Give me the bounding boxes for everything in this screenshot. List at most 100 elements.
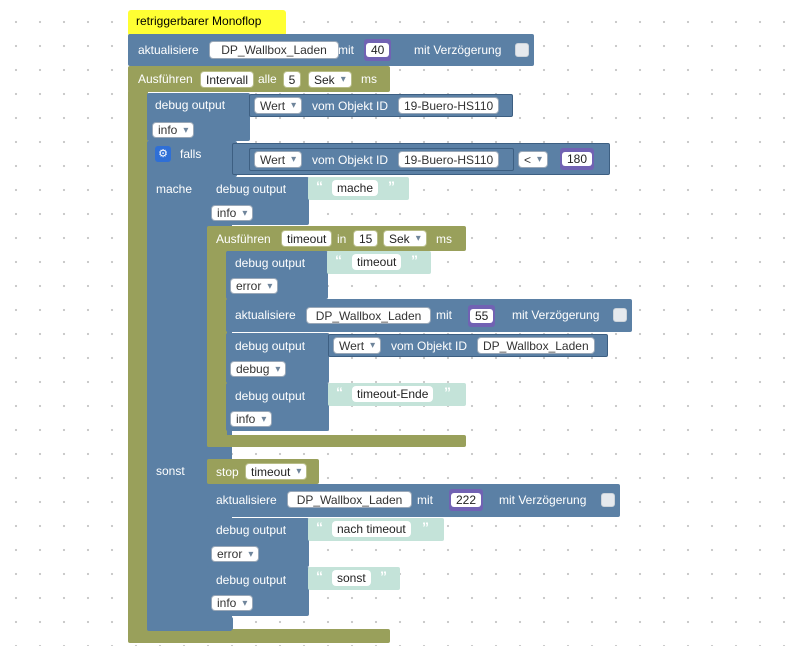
prop-dropdown[interactable]: Wert <box>333 337 382 354</box>
string-value[interactable]: timeout-Ende <box>352 386 434 402</box>
stop-label: stop <box>216 465 239 479</box>
object-field[interactable]: DP_Wallbox_Laden <box>306 307 431 324</box>
falls-label: falls <box>180 147 202 161</box>
operator-dropdown[interactable]: < <box>518 151 549 168</box>
stop-block[interactable]: stop timeout <box>207 459 319 484</box>
level-dropdown[interactable]: error <box>230 278 279 294</box>
delay-checkbox[interactable] <box>613 308 627 322</box>
debug-label: debug output <box>216 182 287 196</box>
quote-close-icon: ” <box>388 178 395 194</box>
value-number[interactable]: 40 <box>364 39 392 61</box>
prop-dropdown[interactable]: Wert <box>254 151 303 168</box>
alle-label: alle <box>258 72 277 86</box>
vom-label: vom Objekt ID <box>312 99 389 113</box>
update-block-3[interactable]: aktualisiere DP_Wallbox_Laden mit 222 mi… <box>207 484 620 517</box>
interval-name-field[interactable]: Intervall <box>200 71 255 88</box>
gear-icon[interactable]: ⚙ <box>155 146 171 162</box>
quote-open-icon: “ <box>316 178 323 194</box>
level-dropdown[interactable]: error <box>211 546 260 562</box>
value-of-object-block-2[interactable]: Wert vom Objekt ID 19-Buero-HS110 <box>249 148 514 171</box>
text-block-timeout-ende[interactable]: “ timeout-Ende ” <box>328 383 466 406</box>
timeout-unit-dropdown[interactable]: Sek <box>383 230 427 247</box>
debug-block-1[interactable]: debug output info <box>147 93 250 141</box>
in-label: in <box>337 232 347 246</box>
prop-dropdown[interactable]: Wert <box>254 97 303 114</box>
timeout-value-field[interactable]: 15 <box>353 230 379 247</box>
compare-number[interactable]: 180 <box>560 148 595 170</box>
debug-block-2[interactable]: debug output info <box>207 177 309 225</box>
object-field[interactable]: DP_Wallbox_Laden <box>209 41 339 59</box>
interval-value-field[interactable]: 5 <box>283 71 301 88</box>
value-number[interactable]: 55 <box>468 305 496 327</box>
level-dropdown[interactable]: info <box>152 122 195 138</box>
quote-close-icon: ” <box>444 384 451 400</box>
level-dropdown[interactable]: info <box>211 205 254 221</box>
comment-block[interactable]: retriggerbarer Monoflop <box>128 10 286 36</box>
debug-label: debug output <box>235 389 306 403</box>
debug-block-6[interactable]: debug output error <box>207 518 309 567</box>
value-number[interactable]: 222 <box>449 489 484 511</box>
quote-open-icon: “ <box>335 252 342 268</box>
debug-block-5[interactable]: debug output info <box>226 383 329 431</box>
text-block-sonst[interactable]: “ sonst ” <box>308 567 400 590</box>
string-value[interactable]: nach timeout <box>332 521 411 537</box>
quote-open-icon: “ <box>316 568 323 584</box>
debug-block-4[interactable]: debug output debug <box>226 333 329 383</box>
text-block-timeout[interactable]: “ timeout ” <box>327 251 431 274</box>
stop-name-dropdown[interactable]: timeout <box>245 463 308 480</box>
vom-label: vom Objekt ID <box>391 339 468 353</box>
value-of-object-block-3[interactable]: Wert vom Objekt ID DP_Wallbox_Laden <box>328 334 608 357</box>
quote-close-icon: ” <box>380 568 387 584</box>
object-field[interactable]: DP_Wallbox_Laden <box>477 337 595 354</box>
compare-block[interactable]: Wert vom Objekt ID 19-Buero-HS110 < 180 <box>232 143 610 175</box>
timeout-header[interactable]: Ausführen timeout in 15 Sek ms <box>207 226 466 251</box>
string-value[interactable]: sonst <box>332 570 371 586</box>
timeout-exec-label: Ausführen <box>216 232 271 246</box>
mit-label: mit <box>417 493 433 507</box>
delay-checkbox[interactable] <box>515 43 529 57</box>
object-field[interactable]: 19-Buero-HS110 <box>398 151 500 168</box>
debug-label: debug output <box>155 98 226 112</box>
delay-label: mit Verzögerung <box>512 308 600 322</box>
update-block-1[interactable]: aktualisiere DP_Wallbox_Laden mit 40 mit… <box>128 34 534 66</box>
delay-label: mit Verzögerung <box>499 493 587 507</box>
interval-header[interactable]: Ausführen Intervall alle 5 Sek ms <box>128 66 390 92</box>
text-block-nach-timeout[interactable]: “ nach timeout ” <box>308 518 444 541</box>
vom-label: vom Objekt ID <box>312 153 389 167</box>
delay-label: mit Verzögerung <box>414 43 502 57</box>
mit-label: mit <box>436 308 452 322</box>
ms-label: ms <box>361 72 377 86</box>
debug-label: debug output <box>235 339 306 353</box>
update-block-2[interactable]: aktualisiere DP_Wallbox_Laden mit 55 mit… <box>226 299 632 332</box>
interval-unit-dropdown[interactable]: Sek <box>308 71 352 88</box>
debug-block-7[interactable]: debug output info <box>207 567 309 616</box>
update-label: aktualisiere <box>138 43 199 57</box>
update-label: aktualisiere <box>216 493 277 507</box>
interval-left-arm <box>128 90 148 635</box>
mache-label: mache <box>156 182 193 196</box>
debug-block-3[interactable]: debug output error <box>226 251 328 299</box>
timeout-ms-label: ms <box>436 232 452 246</box>
timeout-left-arm <box>207 249 227 447</box>
text-block-mache[interactable]: “ mache ” <box>308 177 409 200</box>
object-field[interactable]: 19-Buero-HS110 <box>398 97 500 114</box>
interval-label: Ausführen <box>138 72 193 86</box>
update-label: aktualisiere <box>235 308 296 322</box>
timeout-name-field[interactable]: timeout <box>281 230 333 247</box>
quote-open-icon: “ <box>336 384 343 400</box>
string-value[interactable]: mache <box>332 180 379 196</box>
quote-close-icon: ” <box>411 252 418 268</box>
level-dropdown[interactable]: info <box>230 411 273 427</box>
level-dropdown[interactable]: debug <box>230 361 287 377</box>
debug-label: debug output <box>216 523 287 537</box>
mit-label: mit <box>338 43 354 57</box>
object-field[interactable]: DP_Wallbox_Laden <box>287 491 412 508</box>
string-value[interactable]: timeout <box>352 254 402 270</box>
level-dropdown[interactable]: info <box>211 595 254 611</box>
delay-checkbox[interactable] <box>601 493 615 507</box>
debug-label: debug output <box>216 573 287 587</box>
value-of-object-block-1[interactable]: Wert vom Objekt ID 19-Buero-HS110 <box>249 94 513 117</box>
sonst-label: sonst <box>156 464 185 478</box>
timeout-bottom-bar <box>207 435 466 447</box>
